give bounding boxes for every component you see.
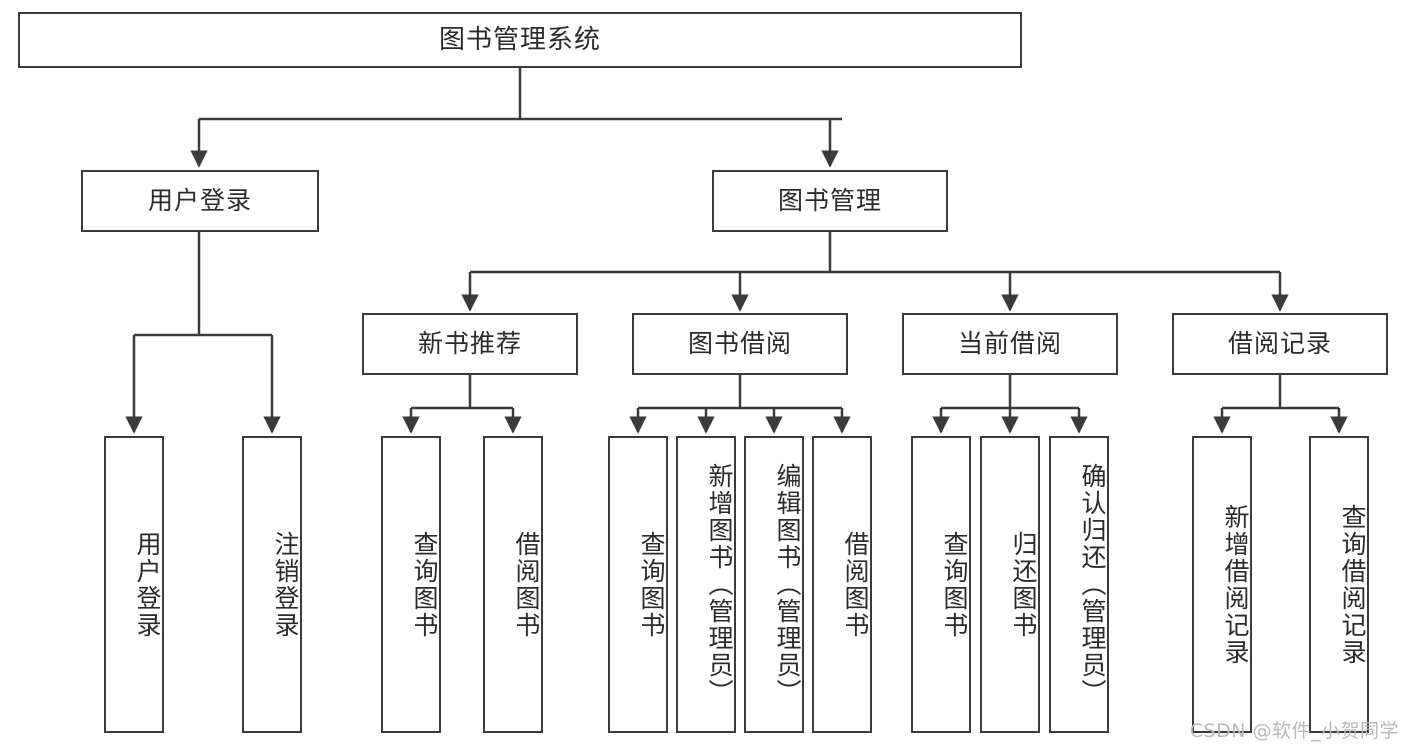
leaf-record-add[interactable]: 新增借阅记录 [1192,436,1252,733]
leaf-user-login-signin[interactable]: 用户登录 [104,436,164,733]
leaf-user-login-signin-label: 用户登录 [133,530,162,639]
leaf-borrow-edit-book-label: 编辑图书（管理员） [773,463,802,706]
leaf-borrow-add-book[interactable]: 新增图书（管理员） [676,436,736,733]
leaf-current-return[interactable]: 归还图书 [980,436,1040,733]
node-book-borrow-label: 图书借阅 [687,329,792,359]
node-borrow-record[interactable]: 借阅记录 [1172,313,1388,375]
leaf-borrow-borrow-book[interactable]: 借阅图书 [812,436,872,733]
leaf-current-confirm-return-label: 确认归还（管理员） [1078,463,1107,706]
leaf-borrow-borrow-book-label: 借阅图书 [841,530,870,639]
node-user-login-label: 用户登录 [147,186,252,216]
node-book-borrow[interactable]: 图书借阅 [632,313,848,375]
leaf-current-confirm-return[interactable]: 确认归还（管理员） [1049,436,1109,733]
leaf-new-book-query-label: 查询图书 [410,530,439,639]
leaf-user-login-signout-label: 注销登录 [271,530,300,639]
leaf-record-query-label: 查询借阅记录 [1338,503,1367,666]
leaf-current-query-label: 查询图书 [940,530,969,639]
leaf-current-query[interactable]: 查询图书 [911,436,971,733]
node-root[interactable]: 图书管理系统 [18,12,1022,68]
leaf-borrow-add-book-label: 新增图书（管理员） [705,463,734,706]
leaf-borrow-query[interactable]: 查询图书 [608,436,668,733]
leaf-new-book-query[interactable]: 查询图书 [381,436,441,733]
node-book-manage-label: 图书管理 [777,186,882,216]
node-new-book-recommend[interactable]: 新书推荐 [362,313,578,375]
node-root-label: 图书管理系统 [438,24,601,55]
leaf-borrow-edit-book[interactable]: 编辑图书（管理员） [744,436,804,733]
node-current-borrow[interactable]: 当前借阅 [902,313,1118,375]
leaf-borrow-query-label: 查询图书 [637,530,666,639]
node-user-login[interactable]: 用户登录 [81,170,319,232]
leaf-user-login-signout[interactable]: 注销登录 [242,436,302,733]
leaf-current-return-label: 归还图书 [1009,530,1038,639]
node-borrow-record-label: 借阅记录 [1227,329,1332,359]
node-current-borrow-label: 当前借阅 [957,329,1062,359]
node-new-book-recommend-label: 新书推荐 [417,329,522,359]
leaf-record-add-label: 新增借阅记录 [1221,503,1250,666]
leaf-record-query[interactable]: 查询借阅记录 [1309,436,1369,733]
leaf-new-book-borrow[interactable]: 借阅图书 [483,436,543,733]
node-book-manage[interactable]: 图书管理 [712,170,948,232]
leaf-new-book-borrow-label: 借阅图书 [512,530,541,639]
